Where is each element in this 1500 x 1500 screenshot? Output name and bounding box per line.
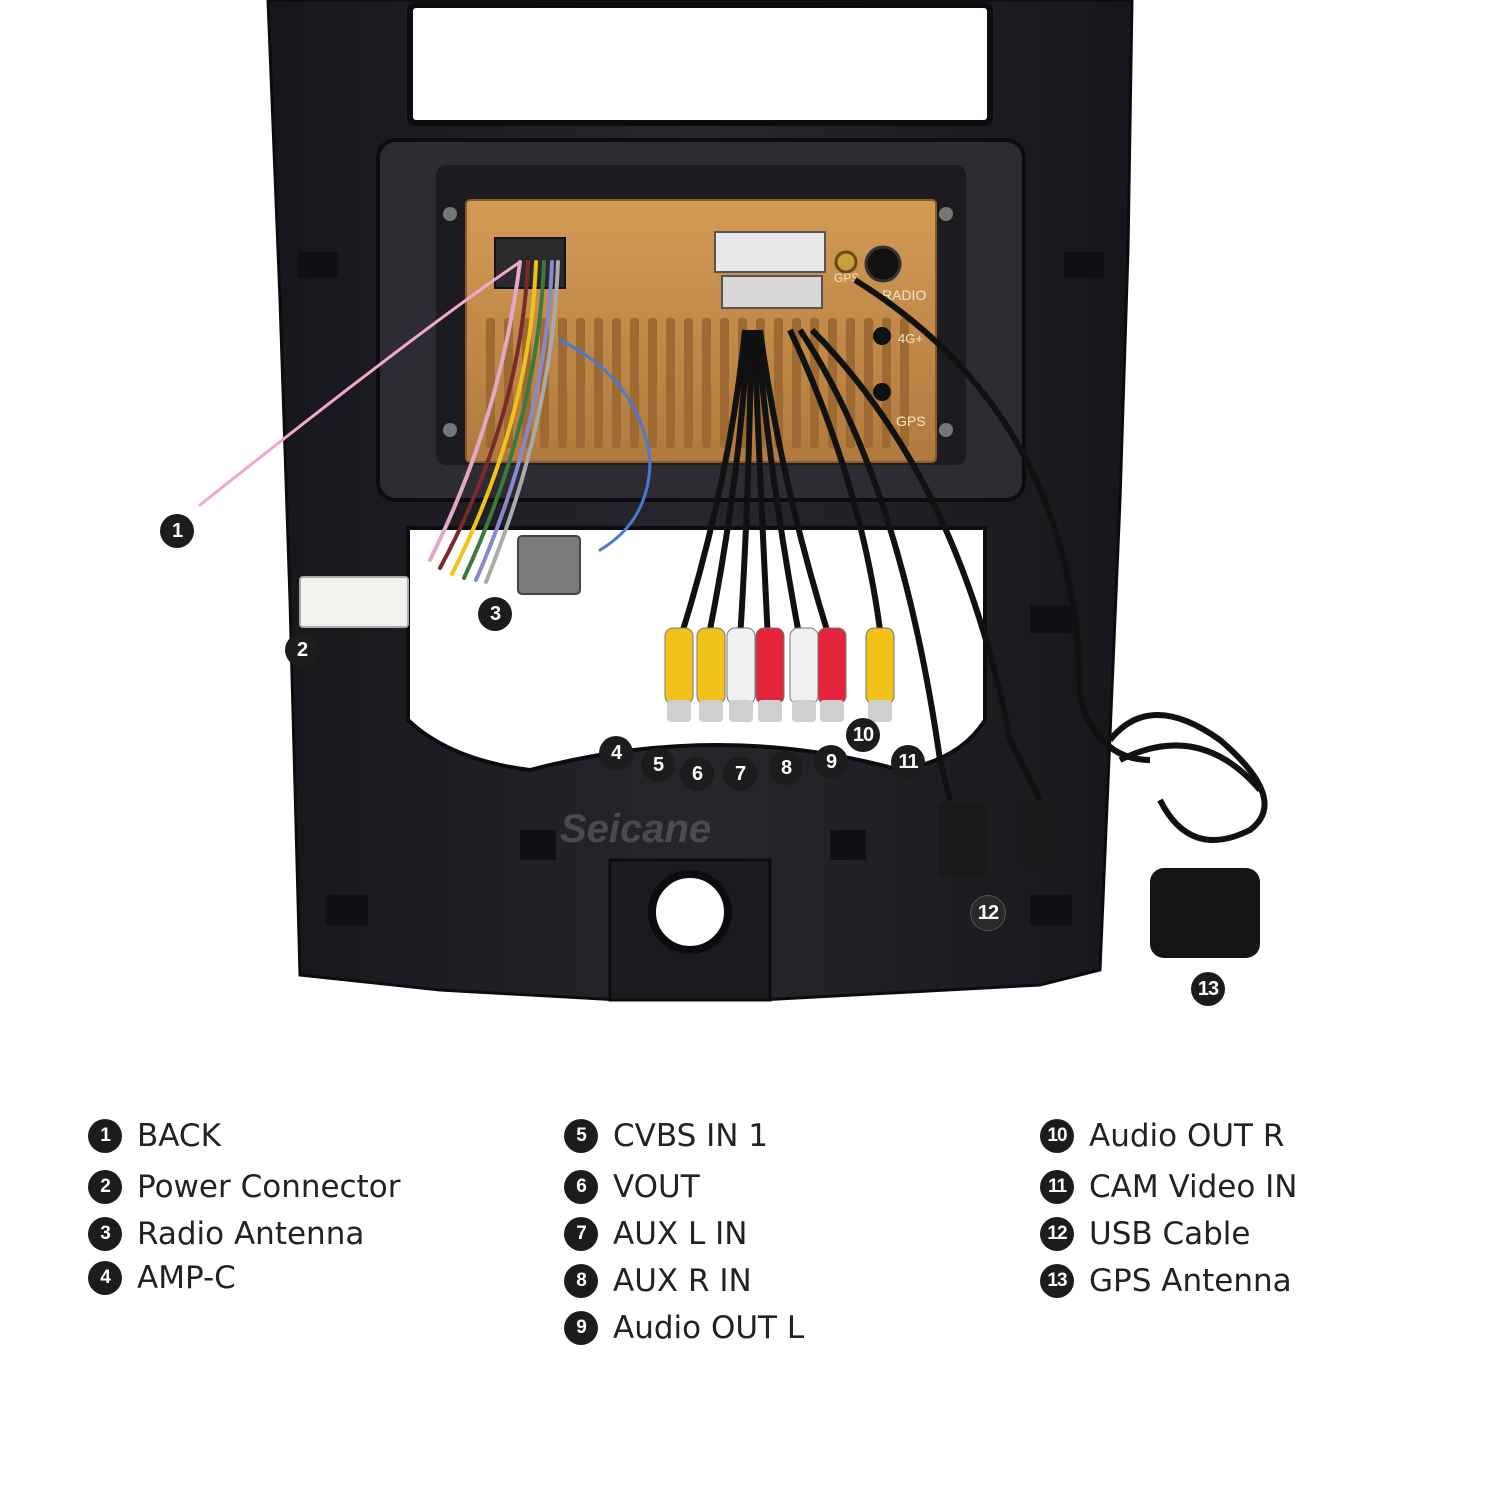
connector-legend: 1 BACK 2 Power Connector 3 Radio Antenna… [0,1118,1500,1378]
legend-label: Audio OUT L [613,1310,805,1346]
rca-plug [755,627,785,722]
legend-item: 9 Audio OUT L [564,1310,804,1346]
callout-marker-5: 5 [641,748,675,782]
rca-plugs [664,627,895,722]
legend-number-badge: 10 [1040,1119,1074,1153]
heat-sink-fin [720,318,729,448]
callout-marker-12: 12 [971,896,1005,930]
legend-item: 13 GPS Antenna [1040,1263,1292,1299]
heat-sink-fin [702,318,711,448]
callout-marker-7: 7 [723,757,757,791]
callout-marker-9: 9 [814,745,848,779]
gps-port-icon [834,250,858,274]
legend-label: BACK [137,1118,221,1154]
heat-sink-fin [648,318,657,448]
callout-marker-3: 3 [478,597,512,631]
harness-socket [494,237,566,289]
heat-sink-fin [630,318,639,448]
legend-label: Audio OUT R [1089,1118,1285,1154]
rca-plug [664,627,694,722]
4g-port-icon [873,327,891,345]
legend-label: Power Connector [137,1169,401,1205]
heat-sink-fin [486,318,495,448]
legend-label: USB Cable [1089,1216,1251,1252]
legend-label: GPS Antenna [1089,1263,1292,1299]
callout-marker-8: 8 [769,751,803,785]
callout-marker-10: 10 [846,718,880,752]
rca-plug [726,627,756,722]
radio-port-label: RADIO [882,287,926,303]
power-connector [299,576,409,628]
legend-number-badge: 13 [1040,1264,1074,1298]
legend-item: 12 USB Cable [1040,1216,1251,1252]
legend-label: CVBS IN 1 [613,1118,769,1154]
heat-sink-fin [594,318,603,448]
legend-label: AMP-C [137,1260,236,1296]
wiring-harness [198,260,652,584]
rca-cable-bundle [677,277,1151,802]
gps-antenna [1107,712,1268,958]
callout-marker-13: 13 [1191,972,1225,1006]
radio-antenna-adapter [517,535,581,595]
legend-item: 6 VOUT [564,1169,700,1205]
legend-number-badge: 7 [564,1217,598,1251]
fourg-port-label: 4G+ [898,331,923,346]
legend-number-badge: 9 [564,1311,598,1345]
legend-number-badge: 6 [564,1170,598,1204]
usb-plug [938,802,988,878]
rca-plug [789,627,819,722]
heat-sink-fin [558,318,567,448]
legend-label: CAM Video IN [1089,1169,1298,1205]
gps-antenna-port-icon [873,383,891,401]
heat-sink-fin [576,318,585,448]
legend-item: 8 AUX R IN [564,1263,752,1299]
legend-label: VOUT [613,1169,700,1205]
heat-sink-fin [900,318,909,448]
rca-plug [696,627,726,722]
gps-port-label: GPS [834,271,859,285]
legend-item: 3 Radio Antenna [88,1216,364,1252]
legend-number-badge: 3 [88,1217,122,1251]
legend-item: 1 BACK [88,1118,221,1154]
heat-sink-fin [666,318,675,448]
product-photo: GPS RADIO 4G+ GPS [198,0,1268,1002]
legend-item: 11 CAM Video IN [1040,1169,1298,1205]
callout-marker-1: 1 [160,514,194,548]
legend-item: 7 AUX L IN [564,1216,747,1252]
callout-marker-11: 11 [891,745,925,779]
heat-sink-fin [684,318,693,448]
legend-item: 2 Power Connector [88,1169,400,1205]
gps-antenna-port-label: GPS [896,413,926,429]
legend-number-badge: 11 [1040,1170,1074,1204]
legend-number-badge: 4 [88,1261,122,1295]
legend-item: 10 Audio OUT R [1040,1118,1284,1154]
legend-number-badge: 8 [564,1264,598,1298]
watermark-logo: Seicane [560,807,711,851]
legend-label: Radio Antenna [137,1216,365,1252]
multi-pin-socket-bottom [721,275,823,309]
callout-marker-4: 4 [599,736,633,770]
callout-marker-6: 6 [680,757,714,791]
heat-sink-fin [864,318,873,448]
legend-number-badge: 2 [88,1170,122,1204]
legend-item: 5 CVBS IN 1 [564,1118,768,1154]
legend-number-badge: 12 [1040,1217,1074,1251]
mini-usb-plug [1022,800,1064,866]
legend-label: AUX R IN [613,1263,752,1299]
multi-pin-socket-top [714,231,826,273]
rca-plug [817,627,847,722]
legend-number-badge: 5 [564,1119,598,1153]
legend-item: 4 AMP-C [88,1260,236,1296]
legend-number-badge: 1 [88,1119,122,1153]
radio-port-icon [864,245,902,283]
rca-plug [865,627,895,722]
callout-marker-2: 2 [285,633,319,667]
legend-label: AUX L IN [613,1216,748,1252]
